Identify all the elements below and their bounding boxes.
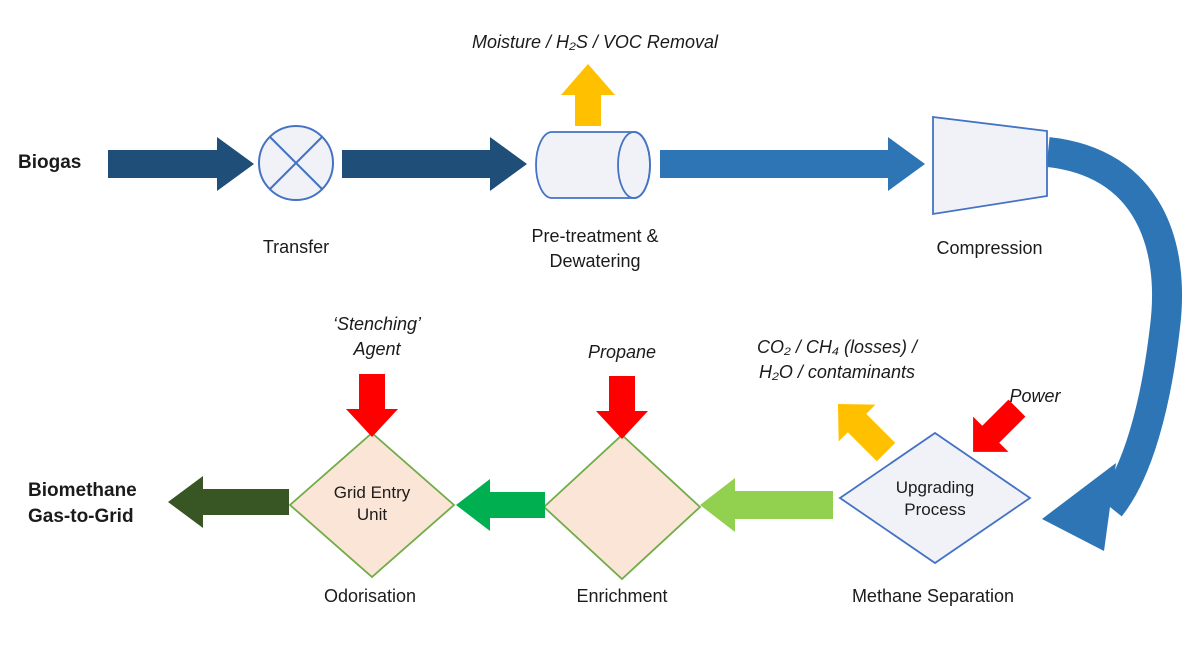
- grid-entry-diamond-shape: [288, 431, 456, 579]
- power-input-arrow: [973, 399, 1026, 452]
- pretreatment-to-compression-arrow: [660, 137, 925, 191]
- odorisation-label: Odorisation: [323, 586, 417, 606]
- pretreatment-cylinder-rim: [617, 131, 651, 199]
- transfer-to-pretreatment-arrow: [342, 137, 527, 191]
- pretreatment-cylinder-shape: [535, 131, 651, 199]
- power-annotation: Power: [1009, 386, 1061, 406]
- compression-to-upgrading-curved-arrow: [1045, 137, 1183, 517]
- moisture-removal-annotation: Moisture / H₂S / VOC Removal: [472, 32, 718, 52]
- propane-input-arrow: [596, 376, 648, 439]
- pretreatment-label: Pre-treatment & Dewatering: [500, 224, 690, 274]
- transfer-valve-cross-line2: [269, 136, 323, 190]
- grid-entry-node-line1: Grid Entry: [333, 483, 411, 502]
- pretreatment-label-line2: Dewatering: [549, 251, 641, 271]
- stenching-annotation-line1: ‘Stenching’: [332, 314, 422, 334]
- propane-annotation: Propane: [587, 342, 657, 362]
- upgrading-process-node-text: Upgrading Process: [853, 477, 1017, 521]
- compression-trapezoid-shape: [932, 115, 1048, 216]
- co2-losses-annotation: CO₂ / CH₄ (losses) / H₂O / contaminants: [727, 335, 947, 385]
- enrichment-label: Enrichment: [576, 586, 668, 606]
- biomethane-label-line2: Gas-to-Grid: [28, 506, 134, 527]
- grid-entry-node-line2: Unit: [356, 505, 388, 524]
- co2-losses-annotation-line2: H₂O / contaminants: [759, 362, 915, 382]
- pretreatment-label-line1: Pre-treatment &: [531, 226, 659, 246]
- upgrading-node-line1: Upgrading: [895, 478, 975, 497]
- biomethane-output-label: Biomethane Gas-to-Grid: [28, 478, 198, 530]
- stenching-agent-annotation: ‘Stenching’ Agent: [317, 312, 437, 362]
- methane-separation-label: Methane Separation: [851, 586, 1015, 606]
- transfer-label: Transfer: [262, 237, 330, 257]
- biomethane-label-line1: Biomethane: [28, 480, 137, 501]
- co2-losses-arrow: [837, 403, 896, 462]
- stenching-annotation-line2: Agent: [353, 339, 401, 359]
- grid-entry-node-text: Grid Entry Unit: [302, 482, 442, 526]
- gridentry-to-grid-arrow: [168, 476, 289, 528]
- enrichment-to-gridentry-arrow: [456, 479, 545, 531]
- moisture-removal-arrow: [561, 64, 615, 126]
- upgrading-to-enrichment-arrow: [700, 478, 833, 532]
- upgrading-node-line2: Process: [904, 500, 966, 519]
- stenching-agent-arrow: [346, 374, 398, 437]
- curved-arrow-head: [1042, 463, 1116, 551]
- upgrading-process-diamond-shape: [838, 431, 1032, 565]
- compression-label: Compression: [936, 238, 1043, 258]
- enrichment-diamond-shape: [542, 433, 702, 581]
- biogas-label: Biogas: [18, 152, 82, 173]
- biogas-to-transfer-arrow: [108, 137, 254, 191]
- co2-losses-annotation-line1: CO₂ / CH₄ (losses) /: [756, 337, 918, 357]
